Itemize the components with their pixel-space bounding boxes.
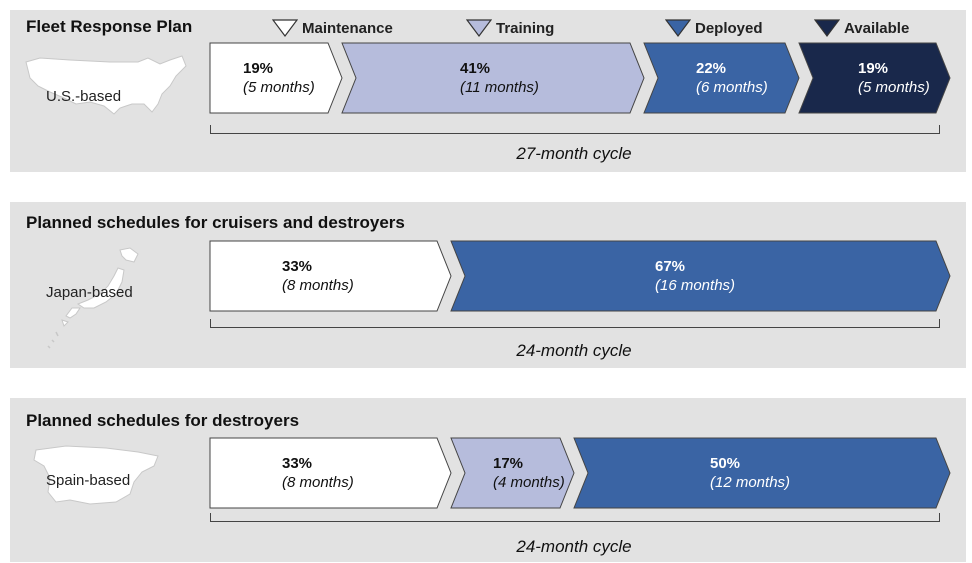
- phase-bar: [209, 42, 951, 114]
- segment-maintenance: [209, 42, 343, 114]
- segment-deployed: [450, 240, 951, 312]
- legend-deployed: Deployed: [665, 19, 763, 37]
- segment-percent: 22%: [696, 60, 727, 77]
- segment-deployed: [643, 42, 800, 114]
- legend-label: Training: [496, 19, 555, 37]
- japan-map-icon: [47, 247, 139, 349]
- segment-percent: 67%: [655, 258, 686, 275]
- training-triangle-icon: [466, 19, 492, 37]
- segment-duration: (5 months): [243, 79, 315, 96]
- panel-japan: Planned schedules for cruisers and destr…: [10, 202, 966, 368]
- spain-map-icon: [33, 445, 159, 505]
- usa-map-icon: [25, 55, 187, 115]
- cycle-label: 24-month cycle: [516, 341, 632, 360]
- segment-duration: (8 months): [282, 474, 354, 491]
- cycle-bracket: [210, 319, 940, 328]
- base-label: U.S.-based: [46, 88, 122, 105]
- segment-duration: (6 months): [696, 79, 768, 96]
- segment-duration: (11 months): [460, 79, 539, 96]
- panel-title: Fleet Response Plan: [26, 17, 193, 36]
- segment-label-maintenance: 33% (8 months): [282, 454, 354, 492]
- panel-title: Planned schedules for cruisers and destr…: [26, 213, 405, 232]
- segment-percent: 33%: [282, 455, 313, 472]
- segment-label-training: 17% (4 months): [493, 454, 565, 492]
- panel-us: Fleet Response Plan Maintenance Training…: [10, 10, 966, 172]
- segment-duration: (4 months): [493, 474, 565, 491]
- segment-label-maintenance: 19% (5 months): [243, 59, 315, 97]
- segment-percent: 17%: [493, 455, 524, 472]
- segment-label-training: 41% (11 months): [460, 59, 539, 97]
- segment-percent: 50%: [710, 455, 741, 472]
- cycle-label: 27-month cycle: [516, 144, 632, 163]
- segment-deployed: [573, 437, 951, 509]
- segment-label-deployed: 22% (6 months): [696, 59, 768, 97]
- segment-maintenance: [209, 437, 452, 509]
- deployed-triangle-icon: [665, 19, 691, 37]
- panel-spain: Planned schedules for destroyers Spain-b…: [10, 398, 966, 562]
- segment-duration: (12 months): [710, 474, 791, 491]
- segment-duration: (16 months): [655, 277, 736, 294]
- segment-duration: (5 months): [858, 79, 930, 96]
- segment-available: [798, 42, 951, 114]
- cycle-bracket: [210, 513, 940, 522]
- legend-training: Training: [466, 19, 554, 37]
- segment-label-deployed: 67% (16 months): [655, 257, 735, 295]
- segment-percent: 33%: [282, 258, 313, 275]
- segment-training: [341, 42, 645, 114]
- legend-label: Deployed: [695, 19, 763, 37]
- segment-duration: (8 months): [282, 277, 354, 294]
- segment-label-maintenance: 33% (8 months): [282, 257, 354, 295]
- segment-training: [450, 437, 575, 509]
- segment-percent: 41%: [460, 60, 491, 77]
- available-triangle-icon: [814, 19, 840, 37]
- legend-maintenance: Maintenance: [272, 19, 393, 37]
- legend-label: Available: [844, 19, 910, 37]
- segment-maintenance: [209, 240, 452, 312]
- cycle-label: 24-month cycle: [516, 537, 632, 556]
- cycle-bracket: [210, 125, 940, 134]
- segment-percent: 19%: [858, 60, 889, 77]
- legend-label: Maintenance: [302, 19, 393, 37]
- legend-available: Available: [814, 19, 909, 37]
- segment-label-available: 19% (5 months): [858, 59, 930, 97]
- base-label: Japan-based: [46, 284, 133, 301]
- base-label: Spain-based: [46, 472, 131, 489]
- maintenance-triangle-icon: [272, 19, 298, 37]
- phase-bar: [209, 240, 951, 312]
- phase-bar: [209, 437, 951, 509]
- segment-label-deployed: 50% (12 months): [710, 454, 790, 492]
- segment-percent: 19%: [243, 60, 274, 77]
- panel-title: Planned schedules for destroyers: [26, 411, 300, 430]
